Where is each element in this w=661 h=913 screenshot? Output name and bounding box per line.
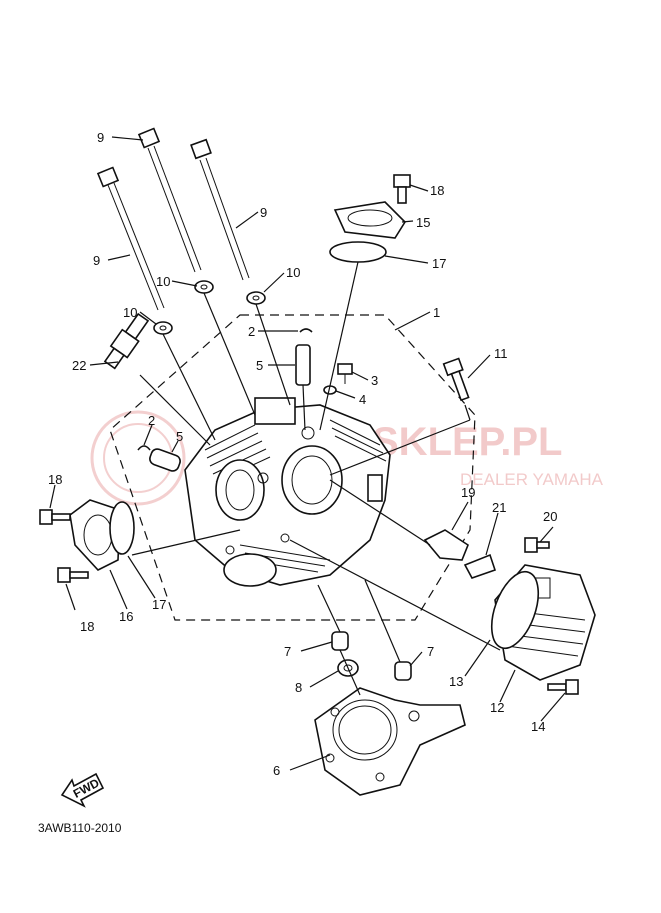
dowel-7-right bbox=[394, 661, 412, 681]
cap-bolt-18-top bbox=[393, 174, 411, 204]
watermark: SKLEP.PL DEALER YAMAHA bbox=[90, 410, 604, 506]
label-9-left: 9 bbox=[93, 253, 100, 268]
label-5-top: 5 bbox=[256, 358, 263, 373]
label-4: 4 bbox=[359, 392, 366, 407]
cylinder-head bbox=[184, 397, 391, 587]
head-gasket-6 bbox=[314, 687, 466, 796]
label-14: 14 bbox=[531, 719, 545, 734]
label-20: 20 bbox=[543, 509, 557, 524]
bolt-14 bbox=[547, 679, 579, 695]
watermark-brand: SKLEP.PL bbox=[372, 420, 562, 464]
label-16: 16 bbox=[119, 609, 133, 624]
bracket-21 bbox=[463, 553, 497, 579]
watermark-subtitle: DEALER YAMAHA bbox=[460, 470, 604, 489]
bolt-3 bbox=[337, 363, 353, 384]
bolt-18-lower-left bbox=[57, 567, 89, 583]
label-5-left: 5 bbox=[176, 429, 183, 444]
label-9-top: 9 bbox=[97, 130, 104, 145]
label-15: 15 bbox=[416, 215, 430, 230]
bolt-18-upper-left bbox=[39, 509, 71, 525]
leader-lines bbox=[49, 136, 566, 771]
tappet-cover-16 bbox=[69, 499, 121, 571]
label-1: 1 bbox=[433, 305, 440, 320]
label-10-middle: 10 bbox=[156, 274, 170, 289]
washer-middle bbox=[194, 280, 214, 294]
diagram-code: 3AWB110-2010 bbox=[38, 821, 122, 835]
label-2-top: 2 bbox=[248, 324, 255, 339]
label-17-left: 17 bbox=[152, 597, 166, 612]
bolt-20 bbox=[524, 537, 550, 553]
spark-plug bbox=[103, 312, 150, 370]
valve-guide-left bbox=[149, 448, 181, 472]
clip-top bbox=[299, 328, 313, 333]
label-19: 19 bbox=[461, 485, 475, 500]
label-10-left: 10 bbox=[123, 305, 137, 320]
washer-left bbox=[153, 321, 173, 335]
o-ring-13 bbox=[490, 570, 540, 650]
stud-bolt-middle bbox=[137, 127, 202, 273]
label-8: 8 bbox=[295, 680, 302, 695]
label-13: 13 bbox=[449, 674, 463, 689]
valve-guide-top bbox=[295, 344, 311, 386]
bracket-19 bbox=[423, 529, 469, 561]
clip-left bbox=[137, 445, 151, 451]
label-7-left: 7 bbox=[284, 644, 291, 659]
label-18-top: 18 bbox=[430, 183, 444, 198]
label-9-right: 9 bbox=[260, 205, 267, 220]
stud-bolt-right bbox=[190, 138, 250, 281]
label-12: 12 bbox=[490, 700, 504, 715]
label-6: 6 bbox=[273, 763, 280, 778]
o-ring-17-top bbox=[329, 241, 387, 263]
dowel-7-left bbox=[331, 631, 349, 651]
assembly-outline bbox=[109, 314, 476, 621]
label-3: 3 bbox=[371, 373, 378, 388]
part-number-labels: 9 9 9 10 10 10 22 1 2 5 3 4 11 18 15 17 … bbox=[48, 130, 557, 778]
label-17-top: 17 bbox=[432, 256, 446, 271]
label-22: 22 bbox=[72, 358, 86, 373]
label-2-left: 2 bbox=[148, 413, 155, 428]
label-21: 21 bbox=[492, 500, 506, 515]
watermark-logo-icon bbox=[90, 410, 186, 506]
fwd-arrow-icon: FWD bbox=[60, 772, 105, 808]
stud-bolt-left bbox=[96, 166, 165, 311]
bolt-11 bbox=[442, 357, 470, 402]
label-11: 11 bbox=[494, 346, 508, 361]
label-18-upper-left: 18 bbox=[48, 472, 62, 487]
washer-right bbox=[246, 291, 266, 305]
o-ring-17-left bbox=[109, 501, 135, 555]
label-10-right: 10 bbox=[286, 265, 300, 280]
cover-cap-15 bbox=[333, 201, 407, 239]
label-18-lower-left: 18 bbox=[80, 619, 94, 634]
label-7-right: 7 bbox=[427, 644, 434, 659]
